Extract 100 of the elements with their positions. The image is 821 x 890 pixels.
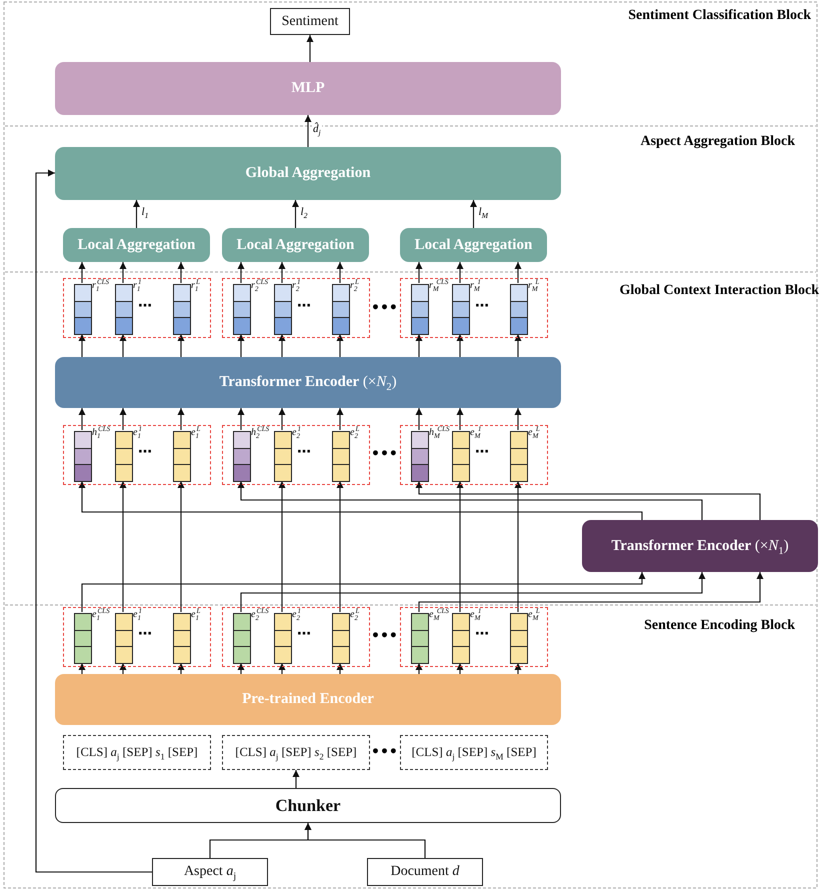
- encoder-block: Transformer Encoder (×N$_{2}$): [55, 357, 561, 408]
- token-group-frame: [63, 425, 211, 485]
- aggregation-block: Local Aggregation: [400, 228, 547, 262]
- token-group-frame: [222, 425, 370, 485]
- arrow: [416, 334, 422, 357]
- edge-label: l$_{2}$: [300, 206, 308, 218]
- arrow: [120, 481, 126, 612]
- arrow: [456, 262, 464, 283]
- ellipsis: ⋯: [297, 444, 311, 460]
- arrow: [35, 170, 152, 873]
- arrow: [120, 663, 126, 674]
- arrow: [278, 663, 286, 674]
- input-sequence-box: [CLS] a$_{j}$ [SEP] s$_{2}$ [SEP]: [222, 735, 370, 770]
- block-title: Aspect Aggregation Block: [640, 134, 795, 150]
- block-title: Global Context Interaction Block: [620, 283, 819, 299]
- arrow: [278, 408, 286, 430]
- embedding-vector: [74, 431, 92, 482]
- embedding-vector: [411, 284, 429, 335]
- arrow: [514, 262, 522, 283]
- input-box: Document d: [367, 858, 483, 886]
- input-sequence-box: [CLS] a$_{j}$ [SEP] s$_{M}$ [SEP]: [400, 735, 548, 770]
- token-group-frame: [63, 607, 211, 667]
- ellipsis: •••: [371, 628, 398, 644]
- embedding-vector: [411, 431, 429, 482]
- arrow: [416, 262, 422, 283]
- arrow: [514, 408, 522, 430]
- input-box: Aspect a$_{j}$: [152, 858, 268, 886]
- embedding-vector: [115, 284, 133, 335]
- arrow: [178, 262, 184, 283]
- embedding-vector: [115, 431, 133, 482]
- arrow: [470, 200, 477, 228]
- ellipsis: ⋯: [475, 298, 489, 314]
- ellipsis: ⋯: [138, 298, 152, 314]
- embedding-vector: [411, 613, 429, 664]
- block-title: Sentence Encoding Block: [644, 618, 795, 634]
- embedding-vector: [332, 284, 350, 335]
- arrow: [292, 770, 300, 788]
- embedding-vector: [173, 613, 191, 664]
- encoder-block: Transformer Encoder (×N$_{1}$): [582, 520, 818, 572]
- block-title: Sentiment Classification Block: [628, 8, 811, 24]
- arrow: [456, 334, 464, 357]
- ellipsis: ⋯: [297, 626, 311, 642]
- arrow: [514, 334, 522, 357]
- output-box: Sentiment: [270, 8, 350, 35]
- arrow: [238, 334, 244, 357]
- aggregation-block: Local Aggregation: [222, 228, 369, 262]
- arrow: [240, 572, 706, 612]
- arrow: [456, 481, 464, 612]
- ellipsis: •••: [371, 744, 398, 760]
- arrow: [336, 334, 344, 357]
- edge-label: l$_{1}$: [140, 206, 150, 218]
- aggregation-block: Global Aggregation: [55, 147, 561, 200]
- arrow: [306, 35, 314, 62]
- token-group-frame: [400, 607, 548, 667]
- ellipsis: •••: [371, 446, 398, 462]
- arrow: [78, 334, 86, 357]
- token-group-frame: [63, 278, 211, 338]
- arrow: [304, 823, 426, 858]
- arrow: [416, 481, 761, 520]
- arrow: [78, 262, 86, 283]
- arrow: [456, 408, 464, 430]
- embedding-vector: [173, 431, 191, 482]
- arrow: [278, 481, 286, 612]
- ellipsis: ⋯: [297, 298, 311, 314]
- arrow: [336, 663, 344, 674]
- arrow: [178, 408, 184, 430]
- chunker-block: Chunker: [55, 788, 561, 823]
- embedding-vector: [74, 613, 92, 664]
- arrow: [120, 408, 126, 430]
- arrow: [238, 262, 244, 283]
- arrow: [336, 408, 344, 430]
- ellipsis: ⋯: [138, 626, 152, 642]
- arrow: [416, 408, 422, 430]
- arrow: [292, 200, 299, 228]
- arrow: [78, 663, 86, 674]
- embedding-vector: [173, 284, 191, 335]
- arrow: [78, 481, 643, 520]
- arrow: [336, 481, 344, 612]
- arrow: [178, 663, 184, 674]
- arrow: [278, 262, 286, 283]
- embedding-vector: [332, 613, 350, 664]
- edge-label: l$_{M}$: [478, 206, 489, 218]
- arrow: [278, 334, 286, 357]
- embedding-vector: [115, 613, 133, 664]
- aggregation-block: Local Aggregation: [63, 228, 210, 262]
- arrow: [456, 663, 464, 674]
- embedding-vector: [452, 431, 470, 482]
- ellipsis: ⋯: [138, 444, 152, 460]
- arrow: [416, 663, 422, 674]
- edge-label: d̂$_{j}$: [312, 123, 322, 135]
- arrow: [514, 663, 522, 674]
- token-group-frame: [400, 425, 548, 485]
- embedding-vector: [274, 284, 292, 335]
- arrow: [514, 481, 522, 612]
- arrow: [418, 572, 764, 612]
- arrow: [120, 334, 126, 357]
- embedding-vector: [332, 431, 350, 482]
- arrow: [178, 334, 184, 357]
- arrow: [304, 115, 312, 147]
- embedding-vector: [452, 284, 470, 335]
